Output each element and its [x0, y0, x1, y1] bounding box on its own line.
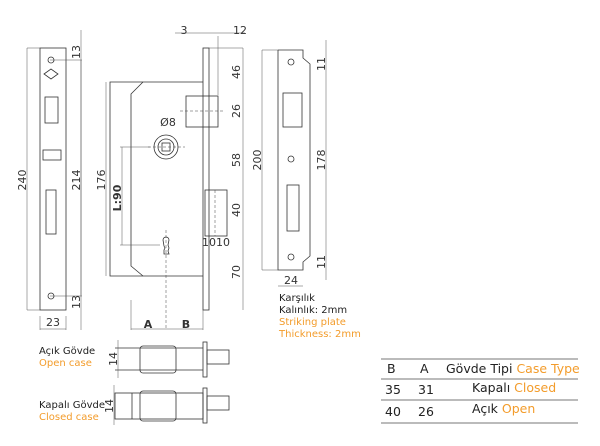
dim-closed-thickness: 14: [103, 399, 116, 413]
row1-type-en: Closed: [514, 380, 557, 395]
case-type-table-lines: [381, 358, 578, 424]
faceplate-front-view: 240 214 13 13 23: [16, 30, 83, 330]
dim-strike-bottom: 11: [315, 255, 328, 269]
row1-b: 35: [385, 382, 401, 397]
dim-strike-top: 11: [315, 57, 328, 71]
dim-screw-bottom: 13: [70, 295, 83, 309]
header-type-tr: Gövde Tipi: [446, 361, 513, 376]
open-case-tr: Açık Gövde: [39, 346, 96, 357]
dim-open-thickness: 14: [107, 352, 120, 366]
dim-faceplate-height: 240: [16, 170, 29, 191]
row1-type-tr: Kapalı: [472, 380, 511, 395]
dim-backset-b: B: [182, 318, 190, 331]
note-line-1: Karşılık: [279, 293, 315, 304]
dim-case-height: 176: [95, 170, 108, 191]
dim-faceplate-width: 23: [46, 316, 60, 329]
header-type-en: Case Type: [516, 361, 580, 376]
dim-offset-12: 12: [233, 24, 247, 37]
closed-case-view: 14: [103, 385, 230, 425]
dim-strike-height: 200: [251, 150, 264, 171]
dim-follower-diameter: Ø8: [160, 116, 176, 129]
row2-type-en: Open: [501, 401, 536, 416]
dim-40: 40: [230, 203, 243, 217]
header-case-type: Gövde Tipi Case Type: [446, 361, 580, 376]
dim-46: 46: [230, 65, 243, 79]
open-case-label: Açık Gövde Open case: [39, 346, 95, 370]
dim-strike-inner: 178: [315, 150, 328, 171]
dim-58: 58: [230, 153, 243, 167]
note-line-2: Kalınlık: 2mm: [279, 305, 348, 316]
closed-case-label: Kapalı Gövde Closed case: [39, 400, 105, 424]
row1-a: 31: [418, 382, 434, 397]
closed-case-tr: Kapalı Gövde: [39, 400, 106, 411]
dim-screw-top: 13: [70, 45, 83, 59]
row2-type-tr: Açık: [472, 401, 498, 416]
striking-plate-note: Karşılık Kalınlık: 2mm Striking plate Th…: [279, 293, 361, 341]
header-a: A: [420, 361, 429, 376]
row1-type: Kapalı Closed: [472, 380, 556, 395]
open-case-view: 14: [107, 340, 230, 378]
dim-70: 70: [230, 265, 243, 279]
note-line-3: Striking plate: [279, 317, 346, 328]
brand-logo: [43, 68, 59, 80]
dim-faceplate-inner: 214: [70, 170, 83, 191]
dim-center-distance: L:90: [111, 184, 124, 211]
note-line-4: Thickness: 2mm: [279, 329, 361, 340]
lock-body-side-view: 3 12 46 26 58 40 70 176 L:90 Ø8 1010 A B: [95, 24, 247, 331]
row2-a: 26: [418, 404, 434, 419]
dim-1010: 1010: [202, 236, 230, 249]
dim-backset-a: A: [144, 318, 153, 331]
closed-case-en: Closed case: [39, 412, 99, 423]
row2-b: 40: [385, 404, 401, 419]
dim-strike-width: 24: [284, 274, 298, 287]
header-b: B: [387, 361, 396, 376]
dim-offset-3: 3: [181, 24, 188, 37]
striking-plate-view: 200 178 11 11 24: [251, 40, 328, 287]
dim-26: 26: [230, 104, 243, 118]
open-case-en: Open case: [39, 358, 92, 369]
row2-type: Açık Open: [472, 401, 535, 416]
